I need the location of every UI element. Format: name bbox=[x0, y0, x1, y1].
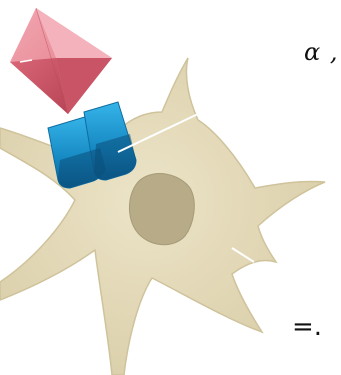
equals-label: =. bbox=[292, 312, 322, 342]
nucleus bbox=[129, 174, 194, 245]
alpha-label: α , bbox=[304, 38, 338, 66]
receptor-dimer-icon bbox=[48, 102, 136, 188]
